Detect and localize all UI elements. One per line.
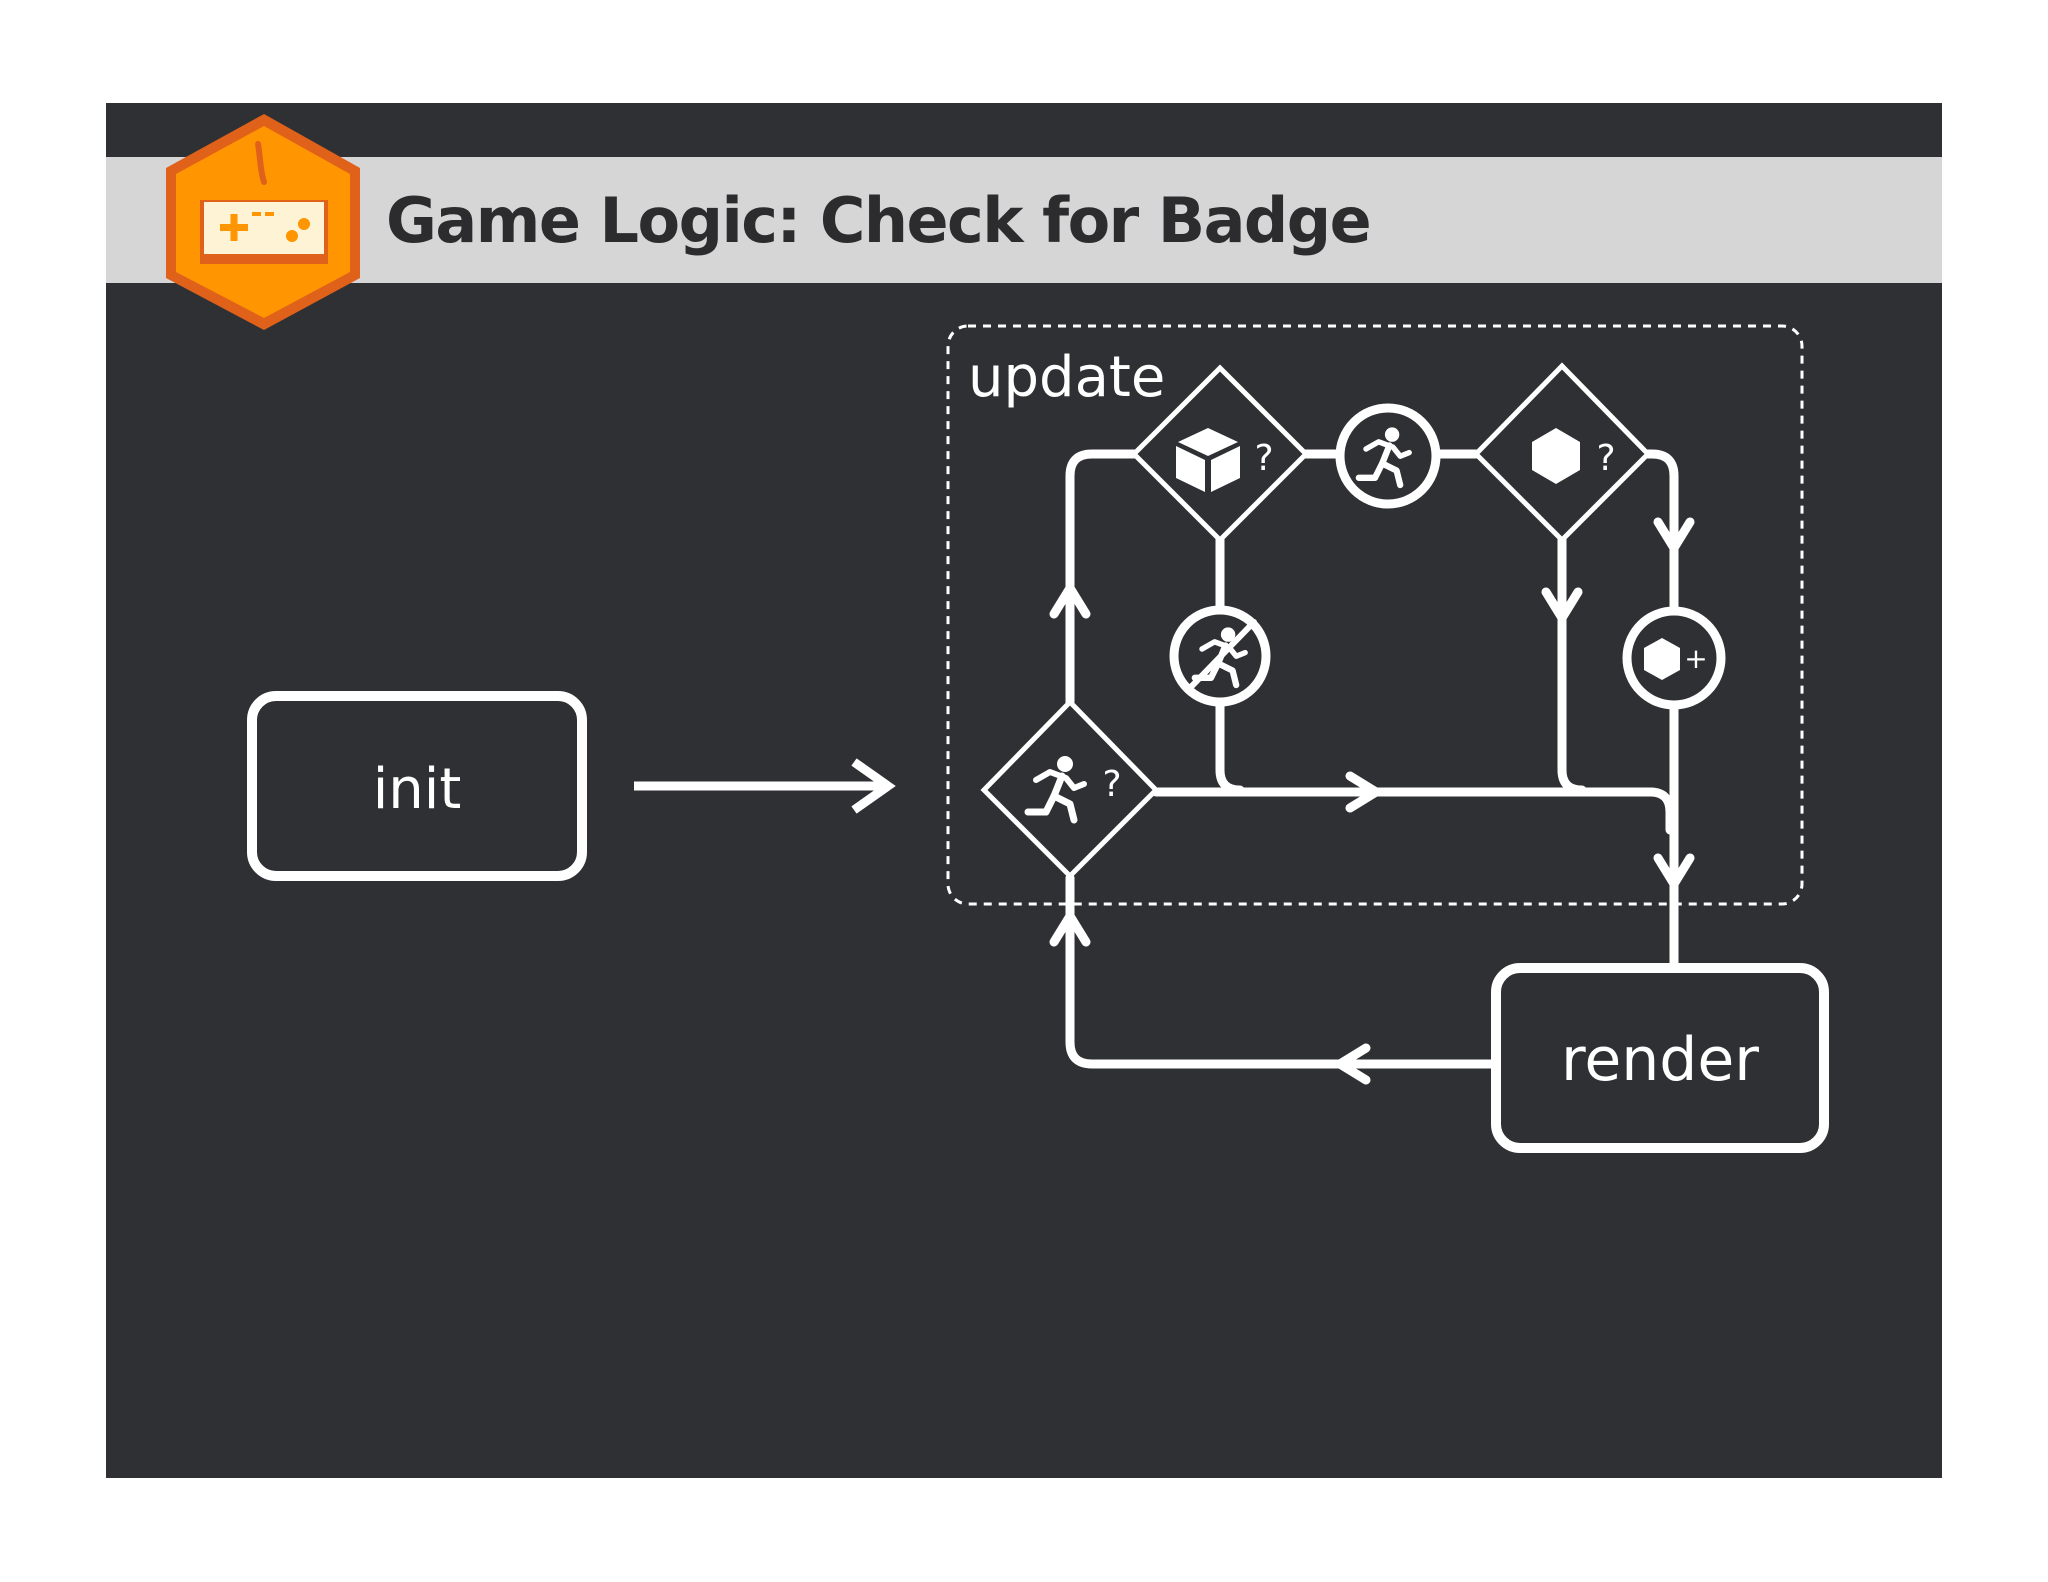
render-label: render bbox=[1561, 1025, 1759, 1095]
init-node bbox=[247, 691, 587, 881]
hexagon-icon bbox=[1532, 428, 1580, 484]
init-label: init bbox=[373, 757, 462, 822]
flow-lines bbox=[1065, 449, 1679, 1069]
question-mark: ? bbox=[1596, 438, 1615, 479]
question-mark: ? bbox=[1254, 438, 1273, 479]
render-node bbox=[1491, 963, 1829, 1153]
game-controller-badge bbox=[166, 114, 360, 330]
plus-symbol: + bbox=[1684, 642, 1707, 675]
game-controller-icon bbox=[200, 141, 328, 264]
title-bar bbox=[106, 157, 1942, 283]
update-label: update bbox=[968, 345, 1165, 410]
badge-found-decision: ? bbox=[1472, 362, 1652, 544]
hexagon-plus-icon bbox=[1644, 638, 1680, 680]
stop-moving-action bbox=[1169, 605, 1271, 707]
init-to-update-arrow bbox=[634, 758, 896, 814]
cube-icon bbox=[1176, 428, 1240, 492]
slide-title: Game Logic: Check for Badge bbox=[386, 184, 1372, 257]
arrowheads bbox=[1049, 517, 1695, 1085]
add-badge-action: + bbox=[1622, 606, 1726, 710]
question-mark: ? bbox=[1102, 764, 1121, 805]
player-moved-decision: ? bbox=[980, 698, 1160, 880]
update-region bbox=[946, 324, 1804, 906]
box-found-decision: ? bbox=[1130, 364, 1310, 544]
move-player-action bbox=[1335, 403, 1441, 509]
